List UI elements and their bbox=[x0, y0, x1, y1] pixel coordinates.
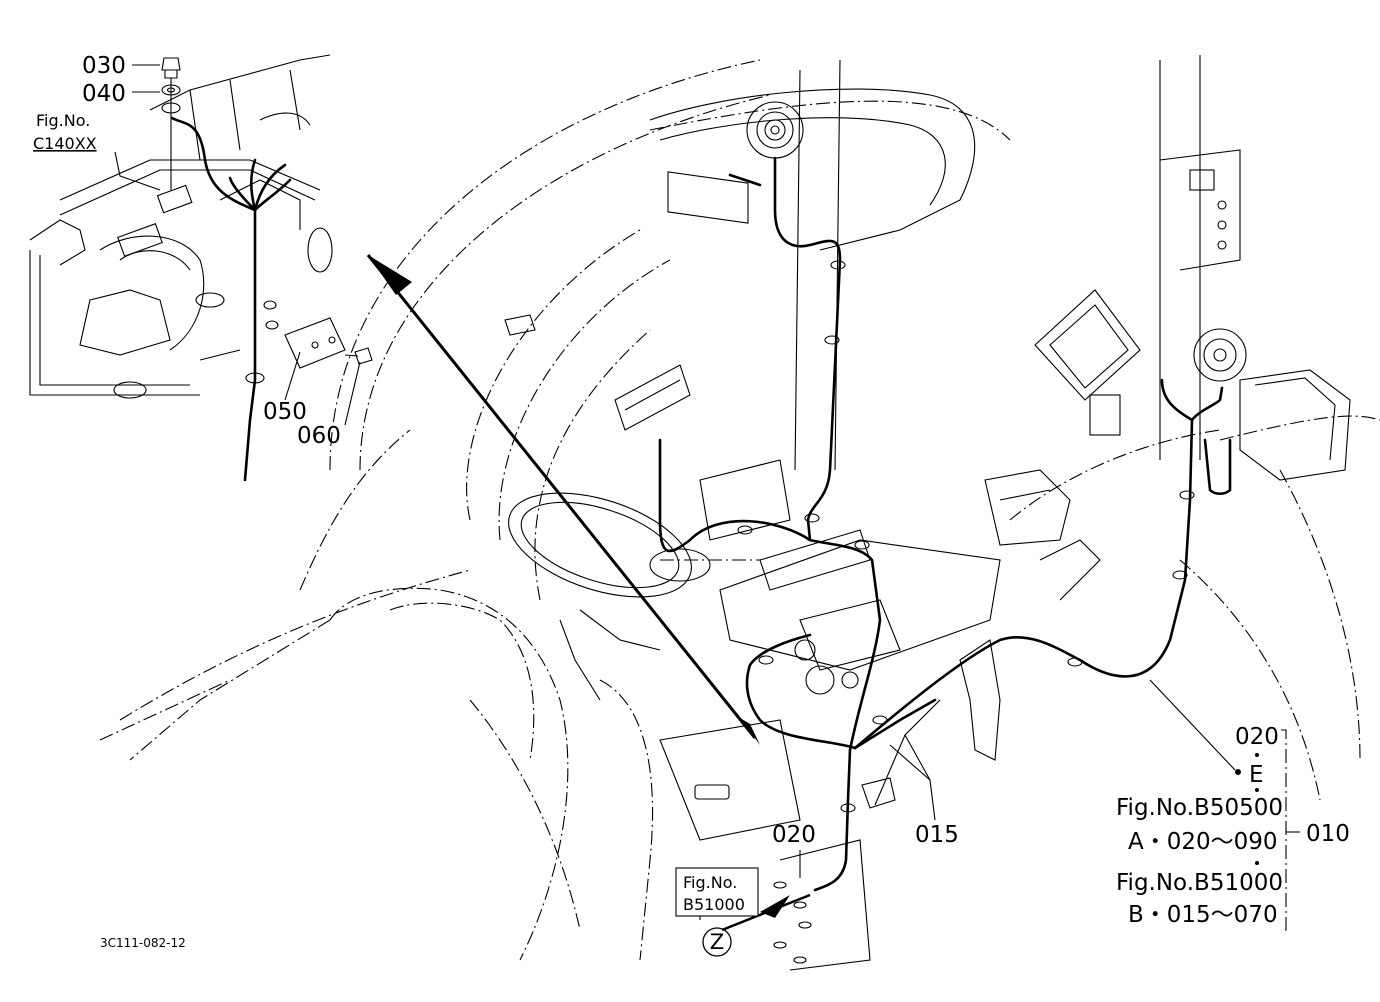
drawing-code: 3C111-082-12 bbox=[100, 936, 186, 950]
bottom-fig-box bbox=[675, 867, 759, 917]
tractor-body-lineart bbox=[99, 55, 1380, 971]
callout-010: 010 bbox=[1306, 821, 1350, 847]
callout-050: 050 bbox=[263, 399, 307, 425]
e-dot bbox=[1235, 769, 1241, 775]
wiring-harness bbox=[658, 156, 1232, 892]
z-circle bbox=[702, 927, 732, 957]
legend-fig-a: Fig.No.B50500 bbox=[1116, 795, 1283, 821]
callout-030: 030 bbox=[82, 53, 126, 79]
z-marker: Z bbox=[710, 930, 724, 954]
legend-range-b: B・015～070 bbox=[1128, 902, 1278, 928]
bottom-fig-label: Fig.No. bbox=[683, 873, 737, 892]
callout-020-bottom: 020 bbox=[772, 822, 816, 848]
inset-detail bbox=[28, 44, 373, 482]
labels: 030 040 Fig.No. C140XX 050 060 015 020 F… bbox=[33, 53, 1350, 954]
callout-015: 015 bbox=[915, 822, 959, 848]
legend-range-a: A・020～090 bbox=[1128, 829, 1278, 855]
bottom-fig-code: B51000 bbox=[683, 895, 745, 914]
leader-lines bbox=[114, 64, 1300, 957]
callout-020-right: 020 bbox=[1235, 724, 1279, 750]
inset-fig-code: C140XX bbox=[33, 134, 97, 153]
callout-040: 040 bbox=[82, 81, 126, 107]
inset-fig-label: Fig.No. bbox=[36, 111, 90, 130]
callout-060: 060 bbox=[297, 423, 341, 449]
legend-fig-b: Fig.No.B51000 bbox=[1116, 870, 1283, 896]
reference-arrow bbox=[366, 254, 811, 932]
e-marker: E bbox=[1249, 762, 1264, 788]
